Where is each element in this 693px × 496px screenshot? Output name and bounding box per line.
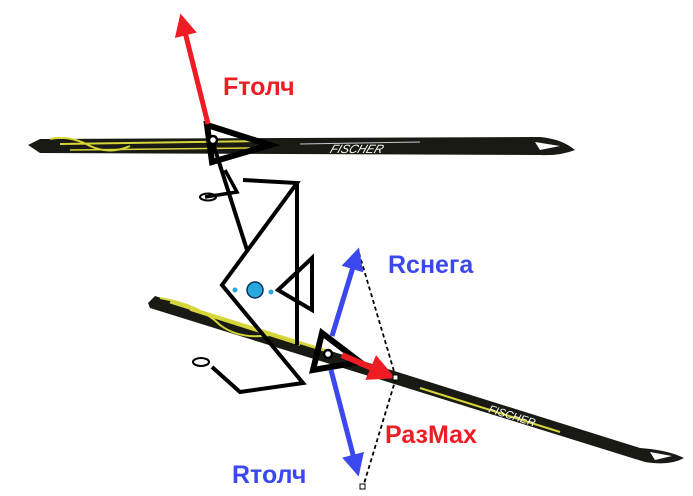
r-push-label: Rтолч	[232, 461, 306, 489]
lower-pole-tip	[192, 357, 210, 367]
upper-heel-joint	[207, 134, 219, 146]
upper-leg	[210, 139, 249, 251]
lower-heel-joint	[322, 348, 334, 360]
r-snow-arrow	[329, 247, 364, 337]
r-push-arrow	[328, 369, 364, 477]
f-push-arrow	[174, 13, 211, 125]
handle-square-bottom	[359, 483, 366, 490]
upper-pole-tip	[199, 192, 217, 202]
handle-square-top	[392, 374, 399, 381]
top-ski-brand: FISCHER	[328, 142, 386, 156]
skier-figure	[192, 120, 368, 395]
top-ski: FISCHER	[28, 136, 575, 156]
f-push-label: Fтолч	[223, 73, 295, 101]
bottom-ski: FISCHER	[148, 296, 684, 464]
guide-lower	[362, 377, 397, 488]
left-joint-dot	[232, 287, 238, 293]
bottom-ski-brand: FISCHER	[487, 403, 537, 429]
torso-shell	[210, 178, 307, 395]
r-snow-label: Rснега	[388, 251, 474, 279]
center-of-mass-dot	[246, 281, 264, 299]
head-triangle	[274, 253, 314, 314]
right-joint-dot	[268, 289, 274, 295]
swing-label: РазМах	[385, 421, 477, 449]
swing-arrow	[340, 352, 396, 380]
lower-foot-triangle	[309, 327, 368, 374]
